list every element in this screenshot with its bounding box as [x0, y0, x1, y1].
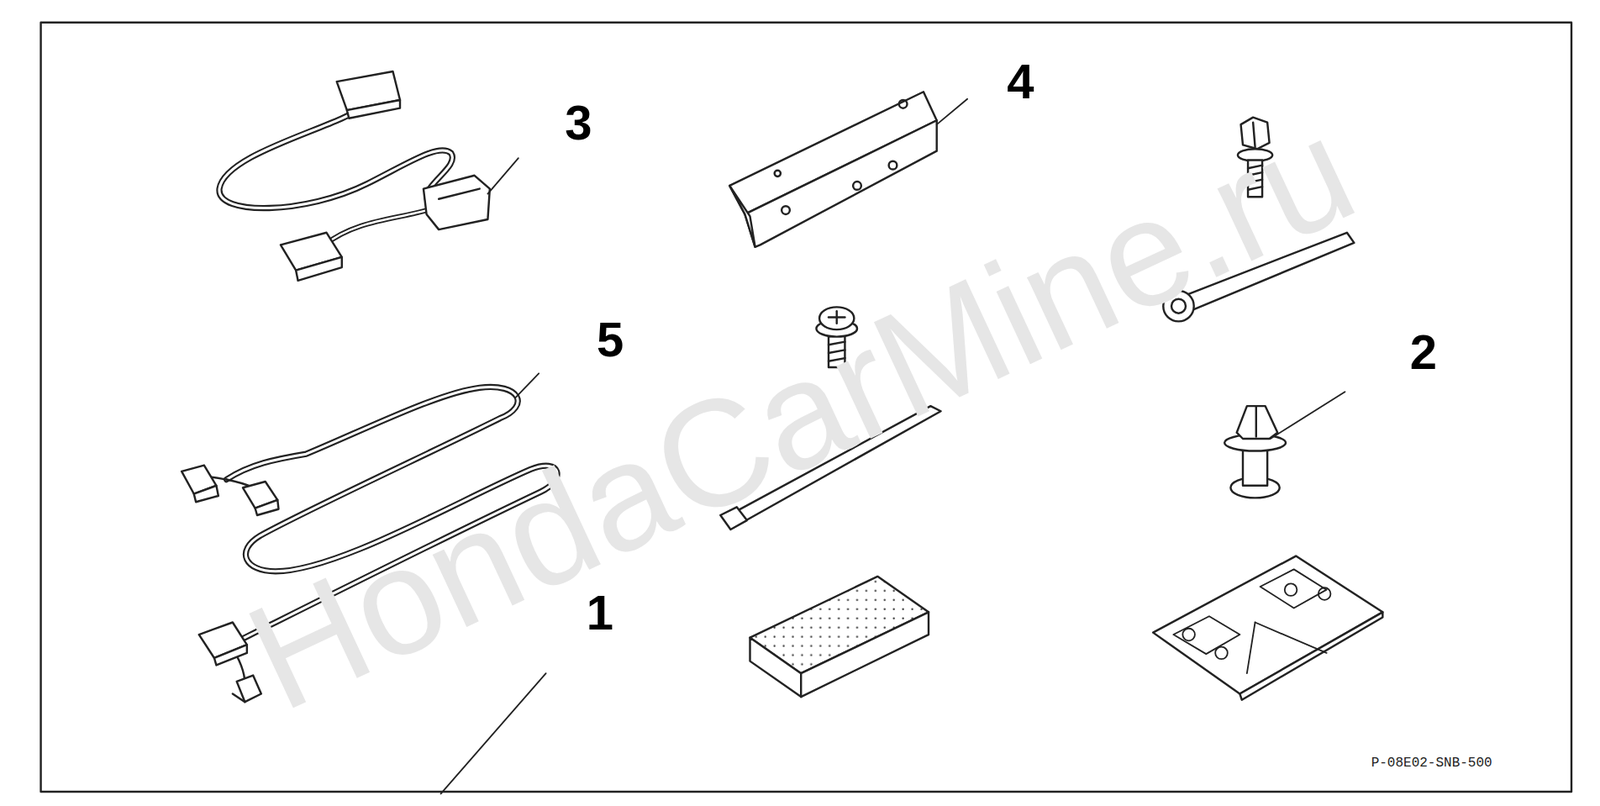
leader-line	[441, 673, 547, 794]
push-clip	[1224, 391, 1345, 498]
part-code: P-08E02-SNB-500	[1371, 756, 1493, 770]
watermark: HondaCarMine.ru	[227, 92, 1374, 735]
frame	[41, 22, 1572, 792]
foam-pad	[750, 576, 930, 697]
callout-number: 3	[564, 98, 592, 148]
callout-number: 1	[586, 588, 614, 637]
callout-number: 5	[596, 315, 624, 364]
adhesive-sheet	[1152, 556, 1383, 700]
callout-number: 2	[1410, 327, 1437, 377]
l-bracket	[729, 91, 968, 248]
short-harness	[219, 71, 519, 281]
callout-number: 4	[1006, 57, 1034, 106]
